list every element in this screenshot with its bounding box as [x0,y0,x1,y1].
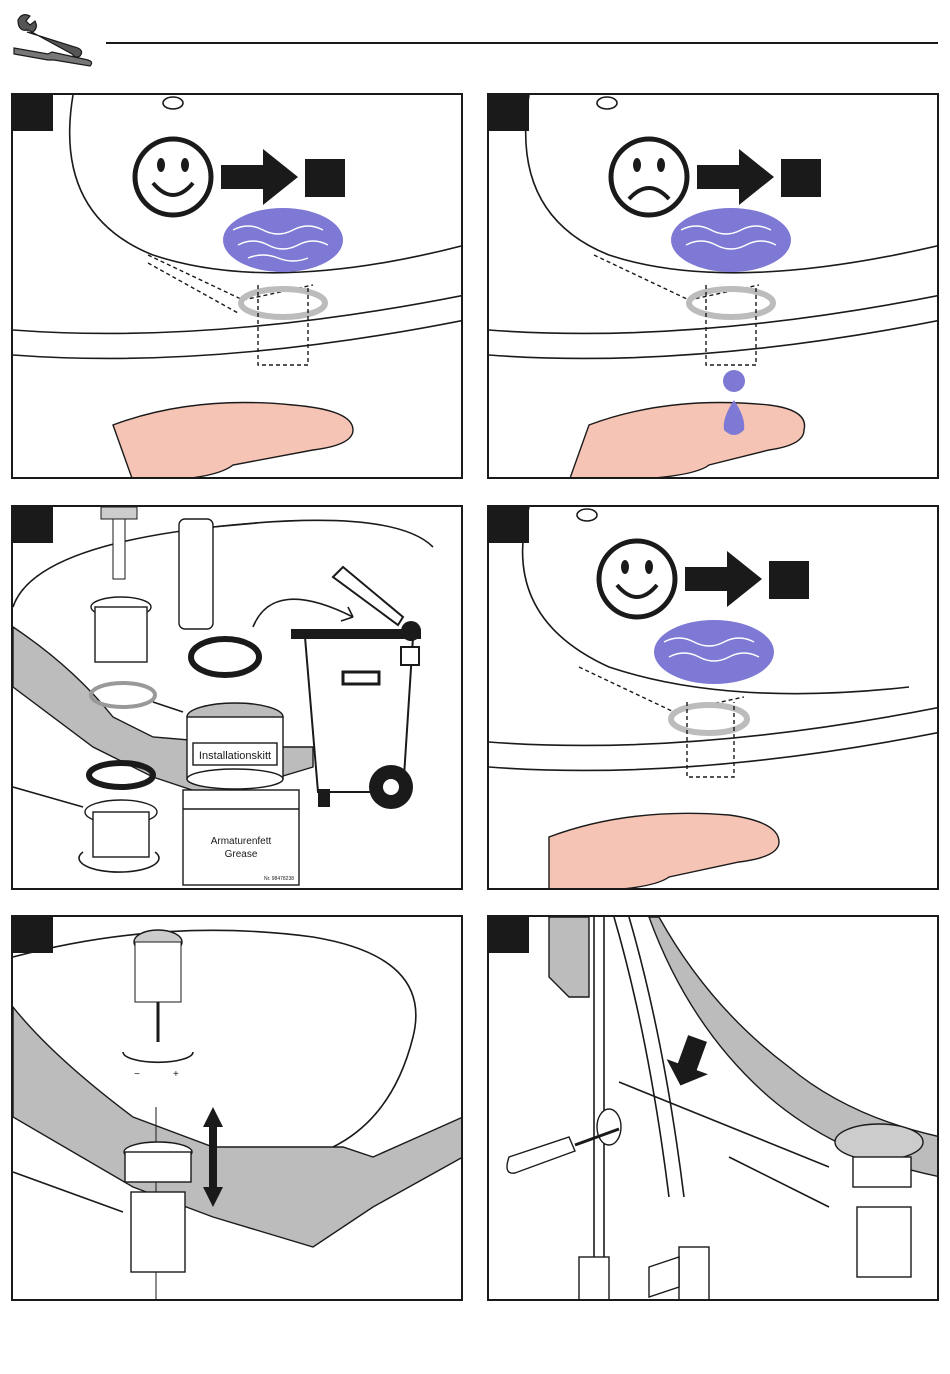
step-number-badge [489,917,529,953]
hand-illustration [113,403,353,480]
grease-box: Armaturenfett Grease Nr. 98478238 [183,790,299,885]
happy-face-icon [135,139,211,215]
panel-step-2 [487,93,939,479]
adjust-plus-label: + [173,1069,179,1080]
drain-plug-illustration: − + [123,930,193,1080]
water-surface [223,208,343,272]
panel-step-6 [487,915,939,1301]
grease-box-code: Nr. 98478238 [264,876,294,882]
grease-box-line2: Grease [225,849,258,860]
cartridge-illustration [179,519,257,629]
hand-illustration [569,403,805,480]
arrow-right-icon [697,149,774,205]
adjust-minus-label: − [134,1069,140,1080]
step-number-badge [489,95,529,131]
panel-step-3: Installationskitt Armaturenfett Grease N… [11,505,463,890]
step-number-badge [13,95,53,131]
happy-face-icon [599,541,675,617]
step-number-badge [489,507,529,543]
panel-step-4 [487,505,939,890]
grease-box-line1: Armaturenfett [211,836,272,847]
panel-step-5: − + [11,915,463,1301]
drain-body-illustration [729,1124,923,1277]
down-arrow-icon [660,1031,718,1093]
valve-illustration [579,1247,709,1301]
arrow-right-icon [221,149,298,205]
water-surface [654,620,774,684]
panel-step-1 [11,93,463,479]
arrow-right-icon [685,551,762,607]
drain-body-illustration [13,787,159,872]
hand-illustration [549,813,779,890]
gasket-illustration [91,683,155,707]
drain-plug-illustration [91,507,151,662]
o-ring-illustration [89,763,153,787]
sad-face-icon [611,139,687,215]
step-number-badge [13,917,53,953]
water-surface [671,208,791,272]
screwdriver-icon [507,1129,619,1173]
step-number-badge [13,507,53,543]
header-rule [106,42,938,44]
water-drop-icon [723,370,745,392]
putty-tin: Installationskitt [187,703,283,789]
tin-label: Installationskitt [199,750,271,762]
wrench-screwdriver-icon [8,8,98,68]
seal-ring-illustration [191,639,259,675]
